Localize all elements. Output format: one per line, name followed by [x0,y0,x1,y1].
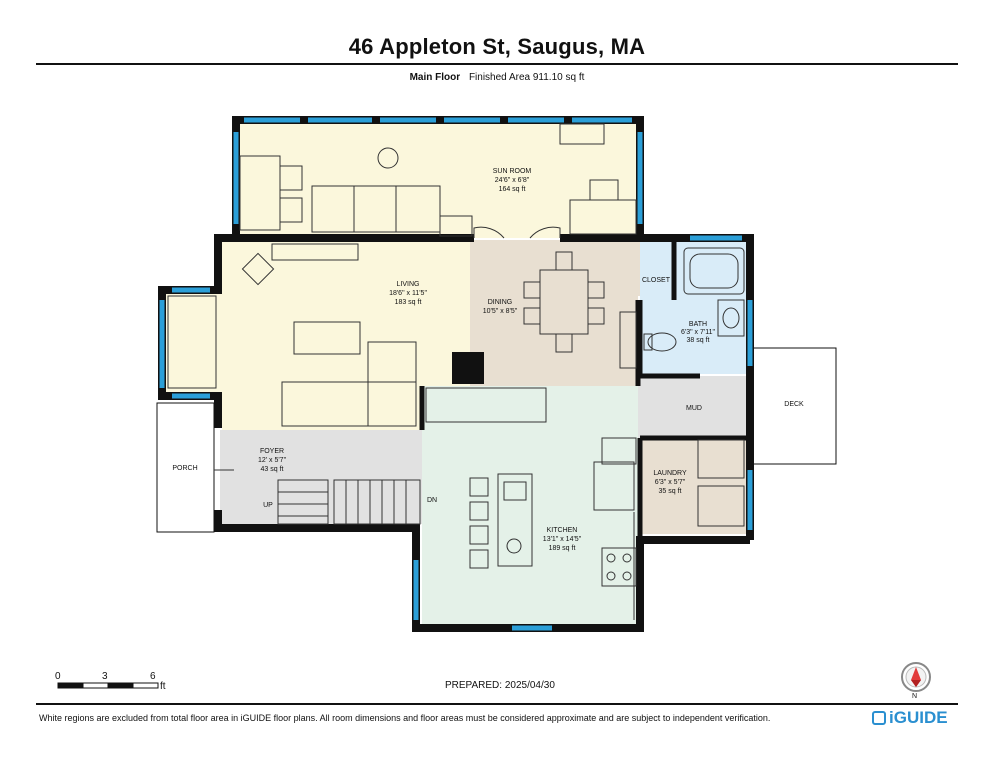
title-rule [36,63,958,65]
scale-label-6: 6 [150,671,156,682]
laundry-area: 35 sq ft [659,488,682,495]
sunroom-area: 164 sq ft [499,186,526,193]
dining-furniture [523,251,637,369]
kitchen-floor [422,386,638,628]
main-wall-left [158,234,474,428]
porch-outline [156,402,215,533]
foyer-floor [220,430,422,524]
stairs-up-label: UP [263,502,273,509]
kitchen-name: KITCHEN [547,527,578,534]
closet-name: CLOSET [642,277,671,284]
scale-label-0: 0 [55,671,61,682]
iguide-logo: iGUIDE [872,708,948,728]
living-tv-stand [271,243,359,261]
foyer-area: 43 sq ft [261,466,284,473]
kitchen-fixtures [425,387,637,620]
scale-label-3: 3 [102,671,108,682]
mud-floor [638,376,750,438]
sunroom-furniture [239,123,637,237]
dryer [697,485,745,527]
mud-name: MUD [686,405,702,412]
dining-dims: 10'5" x 8'5" [483,308,518,315]
bath-name: BATH [689,321,707,328]
stairs-down [333,479,421,525]
bath-floor [640,240,750,374]
sunroom-lamp [377,147,399,169]
foyer-wall-left [214,510,750,632]
sunroom-dims: 24'6" x 6'8" [495,177,530,184]
laundry-appliances [697,439,745,527]
plan-title: 46 Appleton St, Saugus, MA [348,34,646,59]
kitchen-counter-top [425,387,547,423]
foyer-dims: 12' x 5'7" [258,457,287,464]
footer-disclaimer: White regions are excluded from total fl… [39,713,771,723]
laundry-dims: 6'3" x 5'7" [655,479,686,486]
floor-subtitle: Main Floor Finished Area 911.10 sq ft [0,72,994,83]
deck-name: DECK [784,401,804,408]
kitchen-dims: 13'1" x 14'5" [543,536,582,543]
iguide-brand-text: iGUIDE [889,708,948,727]
compass-icon [901,662,931,692]
sunroom-sofa [311,185,441,233]
bath-area: 38 sq ft [687,337,710,344]
dining-name: DINING [488,299,513,306]
porch-name: PORCH [172,465,197,472]
foyer-name: FOYER [260,448,284,455]
doors [214,226,561,471]
coffee-table [293,321,361,355]
toilet [647,332,677,352]
room-labels: SUN ROOM 24'6" x 6'8" 164 sq ft LIVING 1… [172,168,804,552]
compass-north-label: N [912,693,918,700]
windows [159,117,753,631]
dining-floor [470,240,638,386]
living-bay-floor [162,290,222,394]
interior-walls [419,240,750,538]
living-furniture [167,243,417,427]
washer [697,439,745,479]
kitchen-area: 189 sq ft [549,545,576,552]
scale-bar [57,682,159,689]
iguide-logo-icon [872,711,886,725]
finished-area: Finished Area 911.10 sq ft [468,72,585,83]
deck-outline [751,347,837,465]
footer-rule [36,703,958,705]
stairs [277,479,421,525]
vanity [717,299,745,337]
prepared-date: PREPARED: 2025/04/30 [445,680,555,691]
living-loveseat [167,295,217,389]
chimney [452,352,484,384]
stairs-up [277,479,329,525]
sunroom-name: SUN ROOM [493,168,532,175]
laundry-name: LAUNDRY [653,470,687,477]
living-dims: 18'6" x 11'5" [389,290,427,297]
kitchen-range [601,547,637,587]
sunroom-floor [236,120,640,238]
scale-unit: ft [160,681,166,692]
living-name: LIVING [397,281,420,288]
bathtub [683,247,745,295]
stairs-down-label: DN [427,497,437,504]
sunroom-desk [239,155,281,231]
kitchen-island [497,473,533,567]
living-area: 183 sq ft [395,299,422,306]
kitchen-fridge [593,461,635,511]
bath-fixtures [643,247,745,352]
bath-dims: 6'3" x 7'11" [681,329,715,336]
floor-name: Main Floor [409,72,461,83]
